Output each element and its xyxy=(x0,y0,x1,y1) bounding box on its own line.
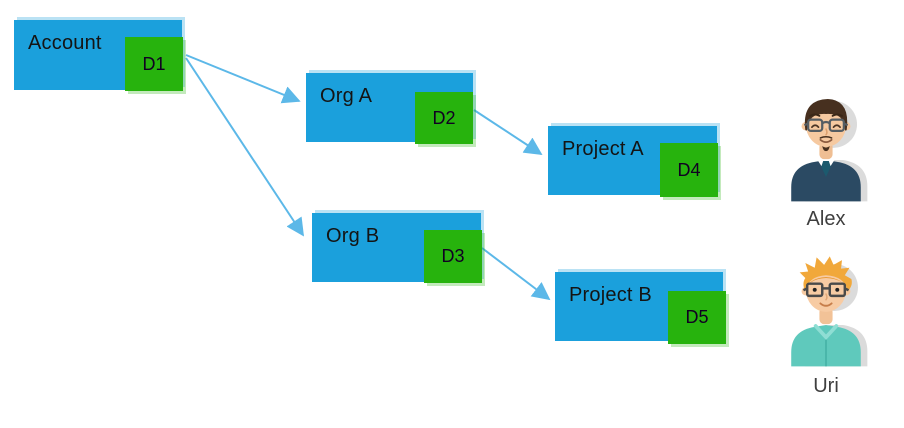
user-alex-name: Alex xyxy=(806,208,846,230)
badge-d2: D2 xyxy=(415,92,473,144)
badge-d5: D5 xyxy=(668,291,726,344)
badge-d3: D3 xyxy=(424,230,482,283)
node-project-a-label: Project A xyxy=(562,138,644,160)
user-uri: Uri xyxy=(778,251,874,398)
user-uri-name: Uri xyxy=(813,375,839,397)
badge-d1: D1 xyxy=(125,37,183,91)
node-account-label: Account xyxy=(28,32,102,54)
avatar-alex-icon xyxy=(791,98,868,202)
node-org-a-label: Org A xyxy=(320,85,373,107)
avatar-uri-icon xyxy=(791,256,868,367)
node-org-b-label: Org B xyxy=(326,225,380,247)
edge-org-b-to-project-b xyxy=(481,247,551,301)
edge-org-a-to-project-a xyxy=(473,109,543,155)
edge-account-to-org-b xyxy=(185,57,304,237)
edge-account-to-org-a xyxy=(185,54,301,104)
node-project-b-label: Project B xyxy=(569,284,652,306)
user-alex: Alex xyxy=(778,88,874,231)
badge-d4: D4 xyxy=(660,143,718,197)
